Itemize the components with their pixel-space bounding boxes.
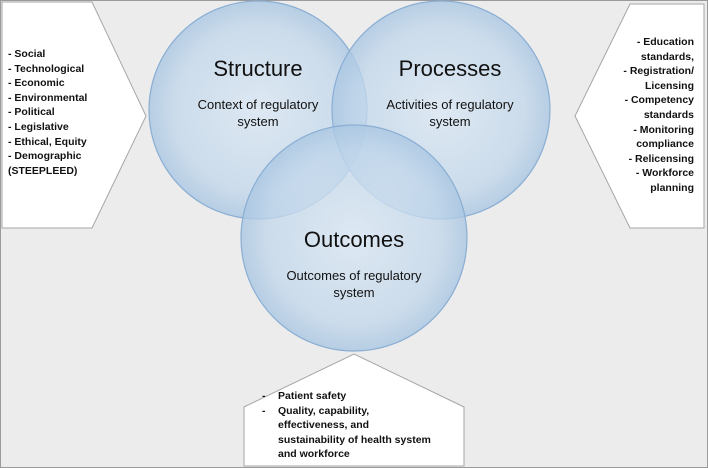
outcomes-subtitle-line1: Outcomes of regulatory: [286, 268, 422, 283]
list-item: - Legislative: [8, 120, 69, 133]
list-item-line: sustainability of health system: [278, 433, 431, 446]
list-item: standards,: [640, 50, 694, 63]
list-item: planning: [650, 181, 694, 194]
list-item: - Social: [8, 48, 46, 60]
outcomes-label-group: Outcomes Outcomes of regulatory system: [256, 227, 452, 301]
right-activities-list: - Education standards, - Registration/ L…: [574, 35, 694, 196]
bottom-outcomes-box: [243, 353, 465, 467]
list-item: - Technological: [8, 62, 85, 75]
list-item: - Registration/: [623, 65, 694, 78]
right-activities-box: [574, 3, 705, 229]
list-item: - Quality, capability, effectiveness, an…: [262, 404, 462, 462]
outcomes-circle: [240, 124, 468, 352]
list-item: - Competency: [624, 94, 694, 107]
list-item-text: Patient safety: [278, 390, 347, 402]
processes-subtitle-line2: system: [429, 114, 471, 129]
list-item: - Patient safety: [262, 389, 462, 404]
left-factors-box: [1, 1, 147, 229]
bullet-dash: -: [262, 404, 266, 417]
list-item: - Economic: [8, 77, 65, 90]
bullet-dash: -: [262, 390, 266, 402]
list-item-line: Quality, capability,: [278, 404, 370, 417]
list-item: compliance: [636, 138, 694, 151]
outcomes-subtitle-line2: system: [333, 285, 375, 300]
processes-label-group: Processes Activities of regulatory syste…: [352, 56, 548, 130]
list-item: - Education: [636, 36, 694, 48]
list-item: Licensing: [644, 79, 694, 92]
list-item: - Relicensing: [628, 152, 694, 165]
outcomes-title: Outcomes: [303, 227, 405, 252]
list-item: - Demographic: [8, 150, 82, 163]
list-item: (STEEPLEED): [8, 164, 78, 177]
structure-title: Structure: [213, 56, 303, 81]
list-item-line: effectiveness, and: [278, 419, 370, 432]
list-item-line: and workforce: [278, 448, 350, 461]
list-item-text: Quality, capability, effectiveness, and …: [278, 404, 462, 462]
structure-label-group: Structure Context of regulatory system: [160, 56, 356, 130]
bottom-outcomes-list: - Patient safety - Quality, capability, …: [262, 389, 462, 462]
processes-subtitle-line1: Activities of regulatory: [386, 97, 514, 112]
left-factors-list: - Social - Technological - Economic - En…: [8, 47, 128, 178]
structure-subtitle-line2: system: [237, 114, 279, 129]
list-item: - Political: [8, 106, 55, 119]
list-item: - Ethical, Equity: [8, 135, 87, 148]
list-item: - Workforce: [635, 167, 694, 180]
processes-title: Processes: [398, 56, 502, 81]
list-item: standards: [643, 108, 694, 121]
list-item: - Monitoring: [633, 123, 694, 136]
list-item: - Environmental: [8, 91, 88, 104]
structure-subtitle-line1: Context of regulatory: [197, 97, 319, 112]
